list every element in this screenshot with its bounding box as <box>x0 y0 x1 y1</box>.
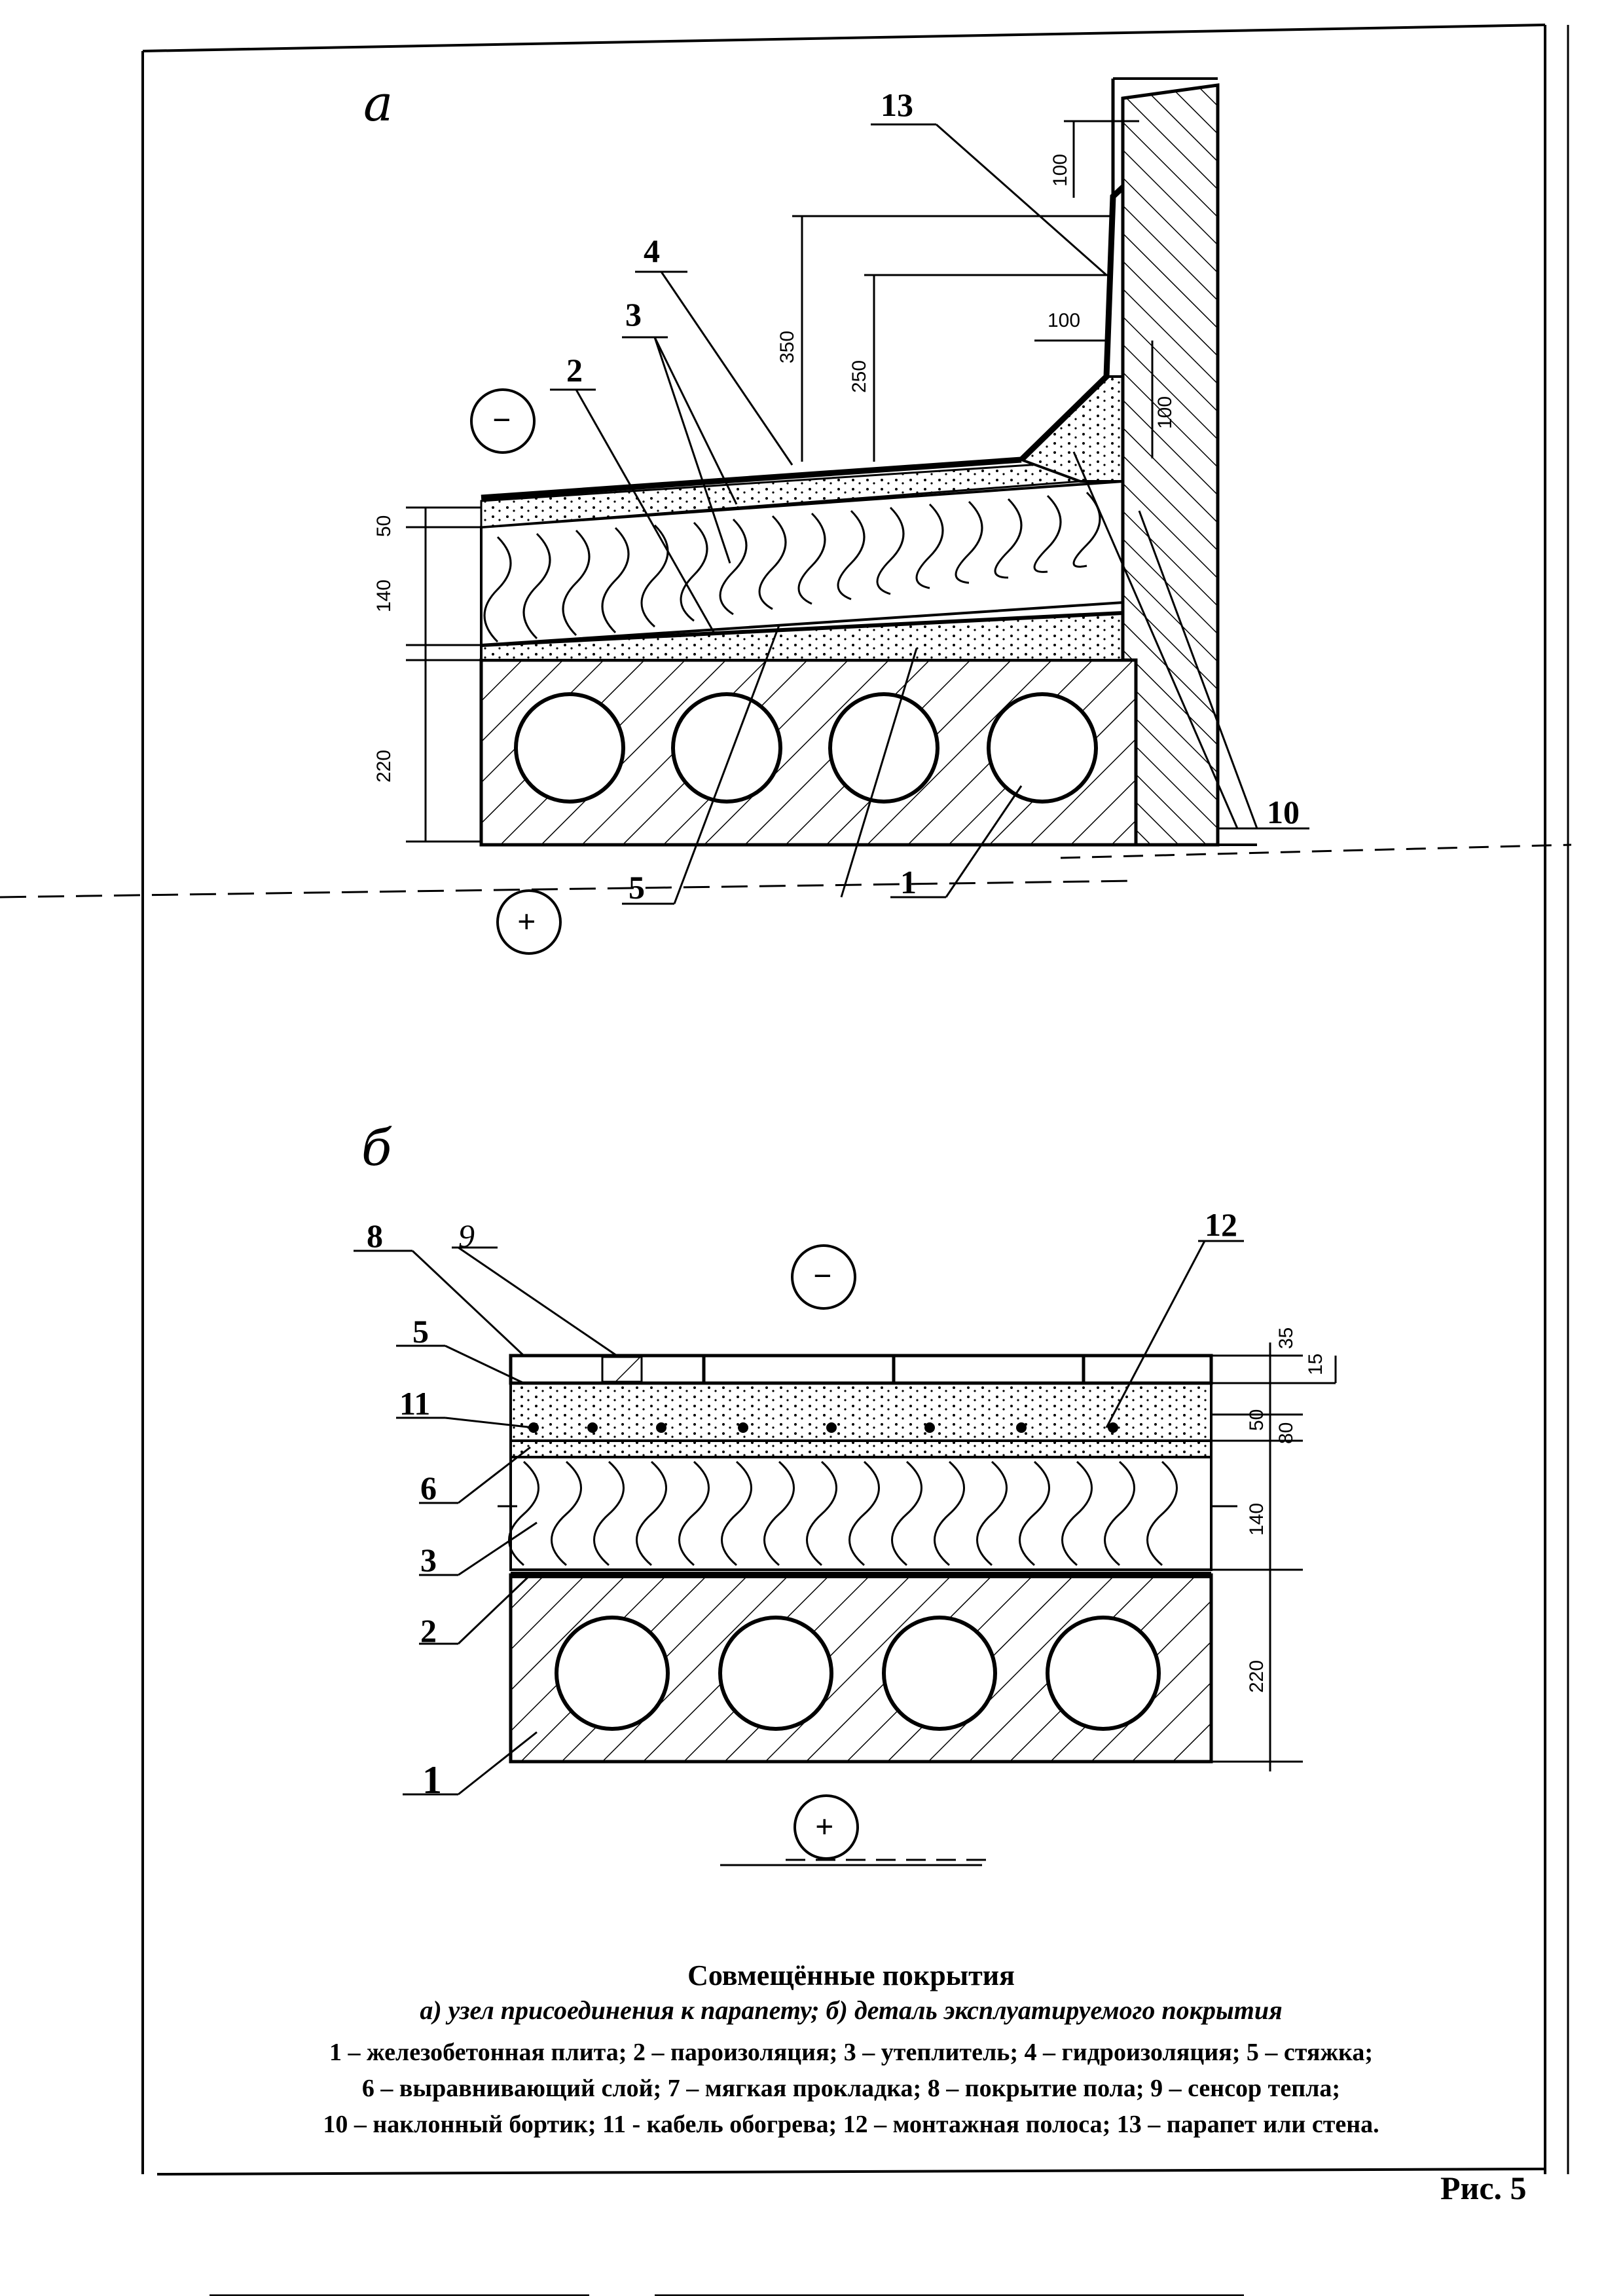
legend-line-1: 1 – железобетонная плита; 2 – пароизоляц… <box>329 2039 1373 2066</box>
callout-a-5: 5 <box>629 869 645 906</box>
dim-a-250: 250 <box>848 360 870 393</box>
heating-cable-b <box>528 1422 1118 1433</box>
hollow-core-slab-b <box>509 1573 1213 1764</box>
callout-b-3: 3 <box>420 1542 437 1578</box>
sign-minus-b: − <box>813 1257 832 1294</box>
callout-b-8: 8 <box>367 1217 383 1254</box>
callout-a-3: 3 <box>625 296 642 333</box>
dim-a-50: 50 <box>373 515 395 537</box>
dim-a-100-fillet: 100 <box>1048 310 1081 331</box>
dim-b-50: 50 <box>1246 1409 1267 1431</box>
dim-a-140: 140 <box>373 579 395 612</box>
dimension-lines-a <box>0 120 1572 898</box>
plus-sign-circle-a <box>496 889 562 955</box>
figure-a-drawing <box>0 77 1572 955</box>
sign-plus-b: + <box>815 1808 834 1845</box>
dim-b-140: 140 <box>1246 1502 1267 1536</box>
callout-b-1: 1 <box>422 1758 442 1802</box>
callout-b-6: 6 <box>420 1470 437 1506</box>
callout-b-9: 9 <box>458 1217 475 1254</box>
callout-a-10: 10 <box>1267 794 1300 830</box>
plus-sign-circle-b <box>793 1794 859 1860</box>
callout-b-12: 12 <box>1205 1206 1237 1243</box>
caption-title: Совмещённые покрытия <box>687 1959 1015 1991</box>
figure-number: Рис. 5 <box>1440 2170 1527 2206</box>
parapet-wall-a <box>1111 77 1257 847</box>
heat-sensor-b <box>601 1356 643 1383</box>
dim-a-100-wall: 100 <box>1154 396 1176 429</box>
levelling-layer-b <box>509 1439 1213 1458</box>
sheet-frame <box>141 24 1569 2176</box>
callout-b-11: 11 <box>399 1385 431 1422</box>
hollow-core-slab-a <box>479 658 1138 847</box>
sign-plus-a: + <box>517 903 536 940</box>
legend-line-3: 10 – наклонный бортик; 11 - кабель обогр… <box>323 2111 1379 2138</box>
dim-a-220: 220 <box>373 749 395 783</box>
callout-b-2: 2 <box>420 1612 437 1649</box>
screed-with-cable-b <box>509 1382 1213 1442</box>
callout-a-4: 4 <box>644 232 660 269</box>
dim-a-350: 350 <box>776 330 798 363</box>
leader-lines-b <box>354 1240 1244 1796</box>
floor-joints-b <box>702 1356 1085 1383</box>
dim-b-35: 35 <box>1275 1327 1297 1349</box>
dim-b-80: 80 <box>1275 1422 1297 1444</box>
insulation-b <box>508 1456 1213 1571</box>
caption-subtitle: а) узел присоединения к парапету; б) дет… <box>420 1995 1283 2025</box>
callout-b-5: 5 <box>412 1313 429 1350</box>
callout-a-1: 1 <box>900 864 917 900</box>
sloped-fillet-a <box>1019 375 1124 483</box>
figure-b-letter: б <box>361 1119 392 1177</box>
dimension-lines-b <box>720 1342 1337 1866</box>
minus-sign-circle-a <box>470 388 536 454</box>
dim-b-15: 15 <box>1305 1353 1326 1375</box>
leader-lines-a <box>550 123 1309 905</box>
legend-line-2: 6 – выравнивающий слой; 7 – мягкая прокл… <box>361 2075 1341 2102</box>
figure-b-drawing <box>354 1240 1337 1866</box>
dim-b-220: 220 <box>1246 1659 1267 1693</box>
sign-minus-a: − <box>492 401 511 438</box>
callout-a-13: 13 <box>881 86 913 123</box>
dim-a-100-top: 100 <box>1049 153 1071 187</box>
vapor-barrier-a <box>481 610 1137 647</box>
callout-a-2: 2 <box>566 352 583 388</box>
waterproofing-a <box>481 456 1022 501</box>
figure-a-letter: а <box>363 74 393 132</box>
minus-sign-circle-b <box>791 1244 856 1310</box>
